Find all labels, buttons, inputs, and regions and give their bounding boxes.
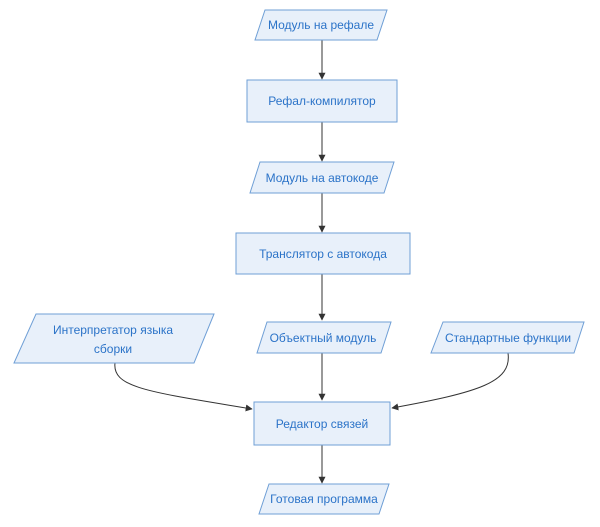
node-object-module-label: Объектный модуль [270, 331, 377, 345]
edges [114, 40, 509, 484]
node-refal-compiler-label: Рефал-компилятор [268, 94, 376, 108]
edge-standard-functions-to-link-editor [391, 352, 509, 411]
node-autocode-translator: Транслятор с автокода [235, 232, 411, 275]
node-assembly-interpreter: Интерпретатор языка сборки [13, 313, 215, 364]
node-standard-functions: Стандартные функции [430, 321, 585, 354]
node-refal-compiler: Рефал-компилятор [246, 79, 398, 123]
node-assembly-interpreter-label-line1: Интерпретатор языка [53, 323, 173, 337]
node-link-editor: Редактор связей [253, 401, 391, 446]
node-assembly-interpreter-label-line2: сборки [94, 342, 132, 356]
node-refal-module-label: Модуль на рефале [268, 18, 374, 32]
node-autocode-translator-label: Транслятор с автокода [259, 247, 387, 261]
edge-interpreter-to-link-editor [114, 362, 253, 412]
node-refal-module: Модуль на рефале [254, 9, 388, 41]
node-ready-program-label: Готовая программа [270, 492, 378, 506]
node-standard-functions-label: Стандартные функции [445, 331, 571, 345]
node-link-editor-label: Редактор связей [276, 417, 368, 431]
node-object-module: Объектный модуль [256, 321, 392, 354]
node-ready-program: Готовая программа [258, 483, 390, 515]
node-autocode-module: Модуль на автокоде [249, 161, 395, 194]
node-autocode-module-label: Модуль на автокоде [266, 171, 379, 185]
